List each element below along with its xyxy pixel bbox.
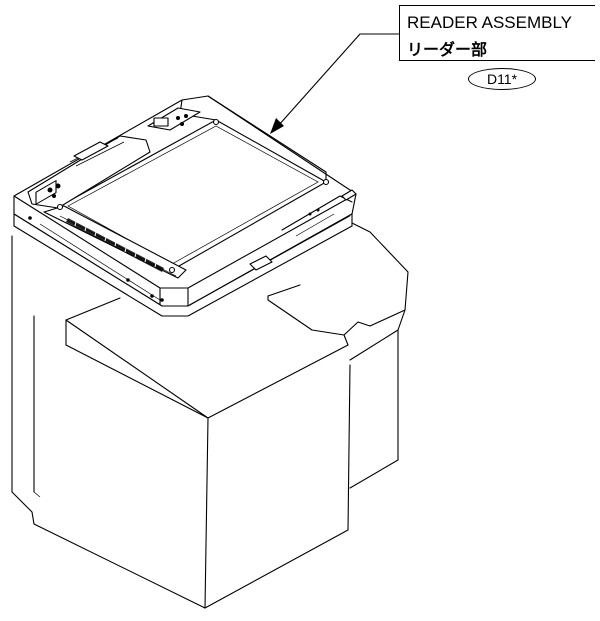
part-name-japanese: リーダー部: [407, 40, 488, 59]
printer-body: [11, 221, 409, 609]
leader-arrow: [270, 33, 400, 134]
part-name-english: READER ASSEMBLY: [407, 13, 573, 32]
part-code-callout: D11*: [468, 68, 536, 90]
part-label: READER ASSEMBLY リーダー部: [399, 5, 595, 61]
reader-assembly: [13, 95, 357, 317]
